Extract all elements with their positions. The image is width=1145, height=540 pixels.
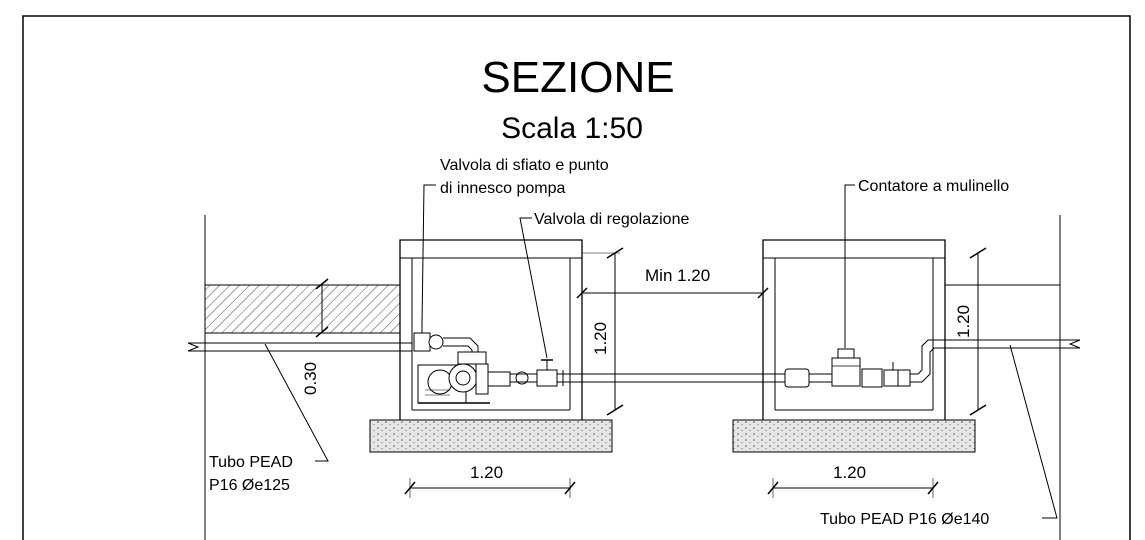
outlet-pipe: [910, 339, 1081, 383]
left-chamber: [369, 239, 613, 453]
ground-left: [204, 215, 401, 540]
regulating-valve: [515, 359, 558, 387]
vent-valve: [413, 324, 479, 352]
label-pipe-left-1: Tubo PEAD: [209, 454, 293, 471]
dim-min-spacing-label: Min 1.20: [645, 266, 710, 285]
drawing-title: SEZIONE: [481, 53, 674, 102]
label-meter: Contatore a mulinello: [858, 178, 1009, 195]
dim-pipe-depth-label: 0.30: [301, 362, 320, 395]
dim-min-spacing: [576, 287, 769, 299]
dim-right-width: [767, 478, 939, 498]
dim-right-height-label: 1.20: [954, 305, 973, 338]
drawing-frame: [22, 15, 1131, 540]
connecting-pipe: [510, 370, 785, 386]
dim-right-width-label: 1.20: [833, 463, 866, 482]
dim-right-height: [969, 247, 987, 416]
leader-regulating-valve: [519, 217, 548, 359]
dim-left-height: [582, 247, 624, 416]
leader-pipe-left: [264, 343, 329, 462]
inlet-pipe: [187, 342, 412, 352]
label-pipe-right: Tubo PEAD P16 Øe140: [820, 511, 989, 528]
dim-left-width: [404, 478, 576, 498]
ground-right: [945, 215, 1061, 540]
pump: [417, 351, 511, 404]
right-chamber: [732, 239, 976, 453]
leader-vent-valve: [421, 184, 436, 325]
right-foundation: [732, 419, 976, 453]
label-vent-valve-2: di innesco pompa: [440, 180, 566, 197]
left-foundation: [369, 419, 613, 453]
label-pipe-left-2: P16 Øe125: [209, 477, 290, 494]
leader-meter: [844, 184, 855, 348]
dim-left-height-label: 1.20: [591, 322, 610, 355]
scale-label: Scala 1:50: [501, 112, 643, 145]
water-meter: [784, 348, 911, 388]
label-vent-valve-1: Valvola di sfiato e punto: [440, 157, 609, 174]
leader-pipe-right: [1009, 344, 1058, 519]
dim-left-width-label: 1.20: [470, 463, 503, 482]
label-regulating-valve: Valvola di regolazione: [534, 211, 689, 228]
dim-pipe-depth: [315, 278, 329, 338]
